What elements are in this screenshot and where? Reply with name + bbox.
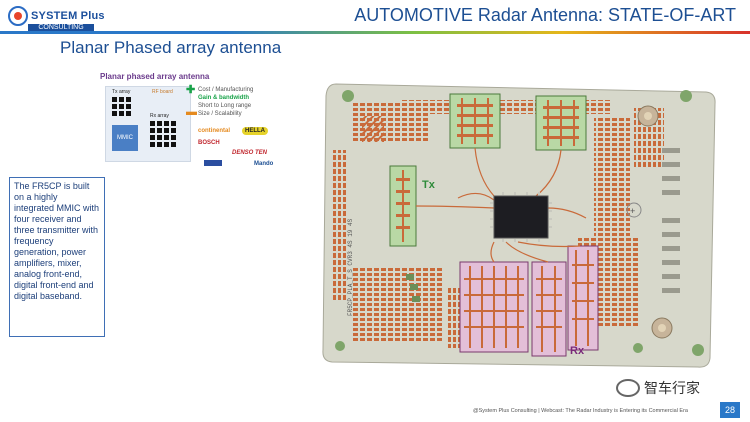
brand-bosch: BOSCH: [198, 140, 220, 146]
brand-mando: Mando: [254, 161, 274, 167]
slide-subtitle: Planar Phased array antenna: [60, 38, 282, 57]
rx-array-dots: [150, 121, 176, 147]
rx-board-label: Rx: [570, 345, 585, 357]
inset-features: ✚ Cost / Manufacturing Gain & bandwidth …: [186, 85, 254, 118]
antenna-inset-diagram: Planar phased array antenna Tx array RF …: [100, 72, 290, 172]
feature-size: Size / Scalability: [198, 111, 242, 117]
minus-icon: ▬: [186, 106, 197, 118]
feature-cost: Cost / Manufacturing: [198, 87, 254, 93]
system-plus-logo: SYSTEM Plus CONSULTING: [8, 6, 113, 31]
slide-title: AUTOMOTIVE Radar Antenna: STATE-OF-ART: [354, 5, 736, 25]
rf-connector-top-right: [637, 105, 659, 127]
radar-pcb-photo: Tx Rx: [322, 83, 716, 368]
wechat-icon: [616, 379, 640, 397]
footer-credit: @System Plus Consulting | Webcast: The R…: [473, 408, 688, 414]
mounting-hole: [626, 202, 642, 218]
logo-subtext: CONSULTING: [28, 24, 94, 31]
wechat-watermark: 智车行家: [616, 378, 700, 398]
feature-range: Short to Long range: [198, 103, 252, 109]
logo-mark-icon: [8, 6, 28, 26]
rx-array-label: Rx array: [150, 113, 169, 119]
header-accent-bar: [0, 31, 750, 34]
brand-continental: continental: [198, 128, 231, 134]
inset-title: Planar phased array antenna: [100, 72, 210, 81]
watermark-text: 智车行家: [644, 380, 700, 396]
page-number: 28: [720, 402, 740, 418]
brand-denso-ten: DENSO TEN: [232, 150, 268, 156]
brand-hella: HELLA: [242, 127, 268, 135]
tx-board-label: Tx: [422, 179, 436, 191]
rx-antenna-array-2: [531, 261, 567, 357]
inset-board-sketch: Tx array RF board Rx array MMIC: [105, 86, 191, 162]
brand-logo-icon: [204, 160, 222, 166]
description-textbox: The FR5CP is built on a highly integrate…: [9, 177, 105, 337]
board-side-label: FR5CP_PLA_T_S CVR3 4S 19 4S: [347, 218, 354, 316]
rf-board-label: RF board: [152, 89, 173, 95]
rf-connector-bottom-right: [651, 317, 673, 339]
tx-array-dots: [112, 97, 131, 116]
feature-gain: Gain & bandwidth: [198, 95, 249, 101]
tx-array-label: Tx array: [112, 89, 131, 95]
plus-icon: ✚: [186, 84, 196, 96]
mmic-block: MMIC: [112, 125, 138, 151]
mmic-chip: [493, 195, 549, 239]
logo-text: SYSTEM Plus: [31, 10, 105, 22]
rx-antenna-array-3: [567, 245, 599, 351]
svg-text:+: +: [630, 206, 635, 216]
